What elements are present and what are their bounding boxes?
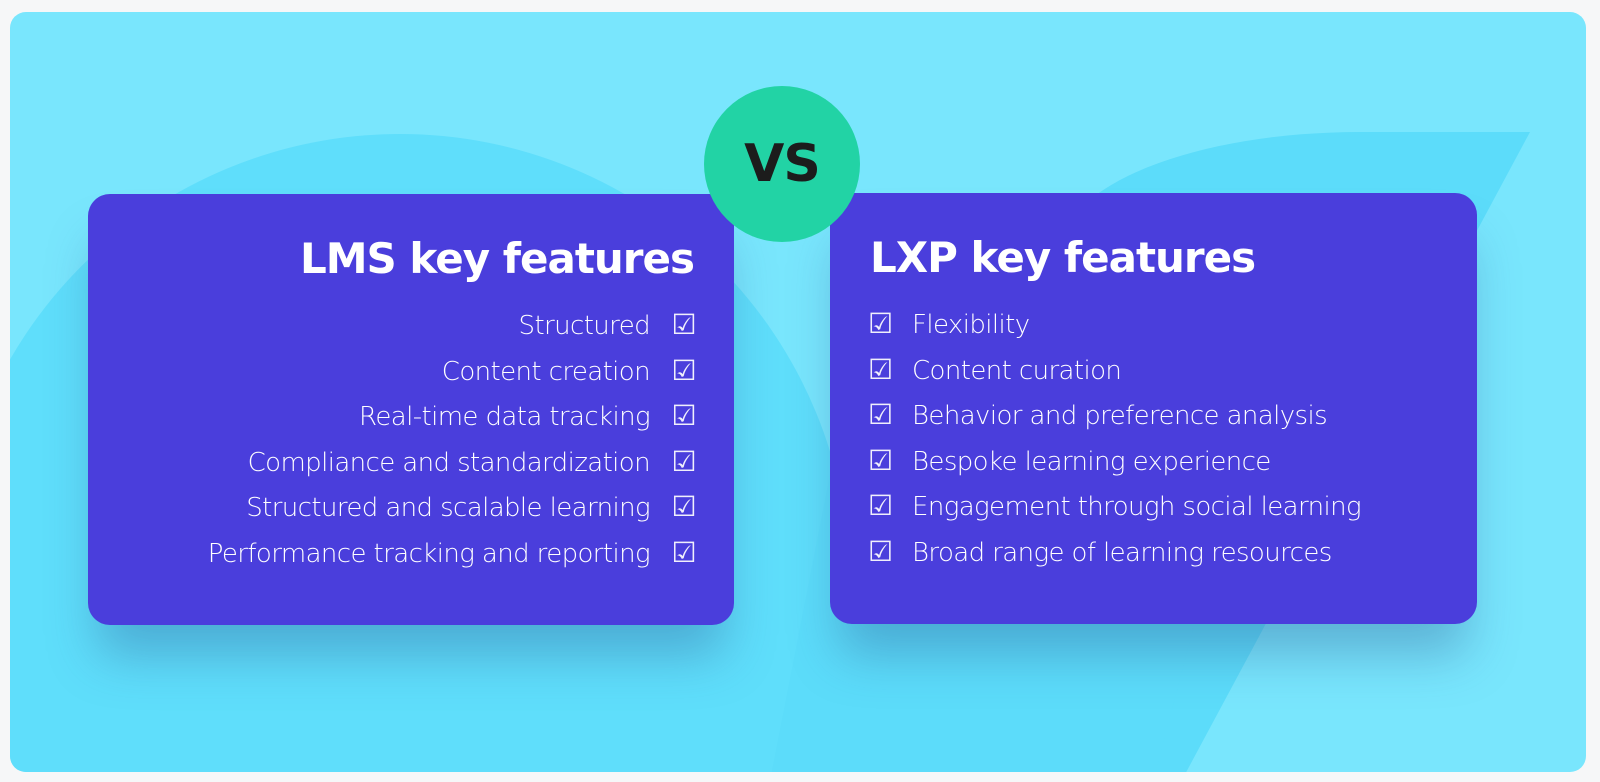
lms-feature-list: Structured☑ Content creation☑ Real-time … [207, 308, 697, 584]
checkbox-checked-icon: ☑ [671, 308, 696, 341]
lxp-title: LXP key features [870, 233, 1256, 282]
lxp-feature-item: ☑Behavior and preference analysis [868, 398, 1328, 432]
checkbox-checked-icon: ☑ [671, 353, 696, 387]
lxp-card: LXP key features ☑Flexibility ☑Content c… [830, 193, 1477, 624]
lms-feature-item: Real-time data tracking☑ [359, 399, 697, 433]
lxp-feature-list: ☑Flexibility ☑Content curation ☑Behavior… [868, 307, 1362, 583]
checkbox-checked-icon: ☑ [671, 490, 696, 523]
lxp-feature-item: ☑Bespoke learning experience [868, 443, 1271, 477]
checkbox-checked-icon: ☑ [868, 534, 893, 568]
lms-feature-item: Structured and scalable learning☑ [246, 490, 696, 524]
checkbox-checked-icon: ☑ [868, 443, 893, 477]
checkbox-checked-icon: ☑ [868, 489, 893, 522]
lxp-feature-item: ☑Broad range of learning resources [868, 534, 1332, 568]
checkbox-checked-icon: ☑ [671, 399, 696, 432]
lms-feature-item: Structured☑ [518, 308, 697, 342]
lms-title: LMS key features [300, 234, 695, 283]
lms-feature-item: Performance tracking and reporting☑ [207, 535, 697, 569]
lms-feature-item: Compliance and standardization☑ [247, 444, 697, 478]
lxp-feature-item: ☑Content curation [868, 352, 1122, 386]
checkbox-checked-icon: ☑ [671, 444, 696, 478]
lxp-feature-item: ☑Engagement through social learning [868, 489, 1362, 523]
checkbox-checked-icon: ☑ [868, 398, 893, 431]
lxp-feature-item: ☑Flexibility [868, 307, 1030, 341]
lms-card: LMS key features Structured☑ Content cre… [88, 194, 734, 625]
checkbox-checked-icon: ☑ [868, 352, 893, 386]
checkbox-checked-icon: ☑ [868, 307, 893, 340]
lms-feature-item: Content creation☑ [441, 353, 697, 387]
vs-badge: VS [704, 86, 860, 242]
checkbox-checked-icon: ☑ [671, 535, 696, 569]
